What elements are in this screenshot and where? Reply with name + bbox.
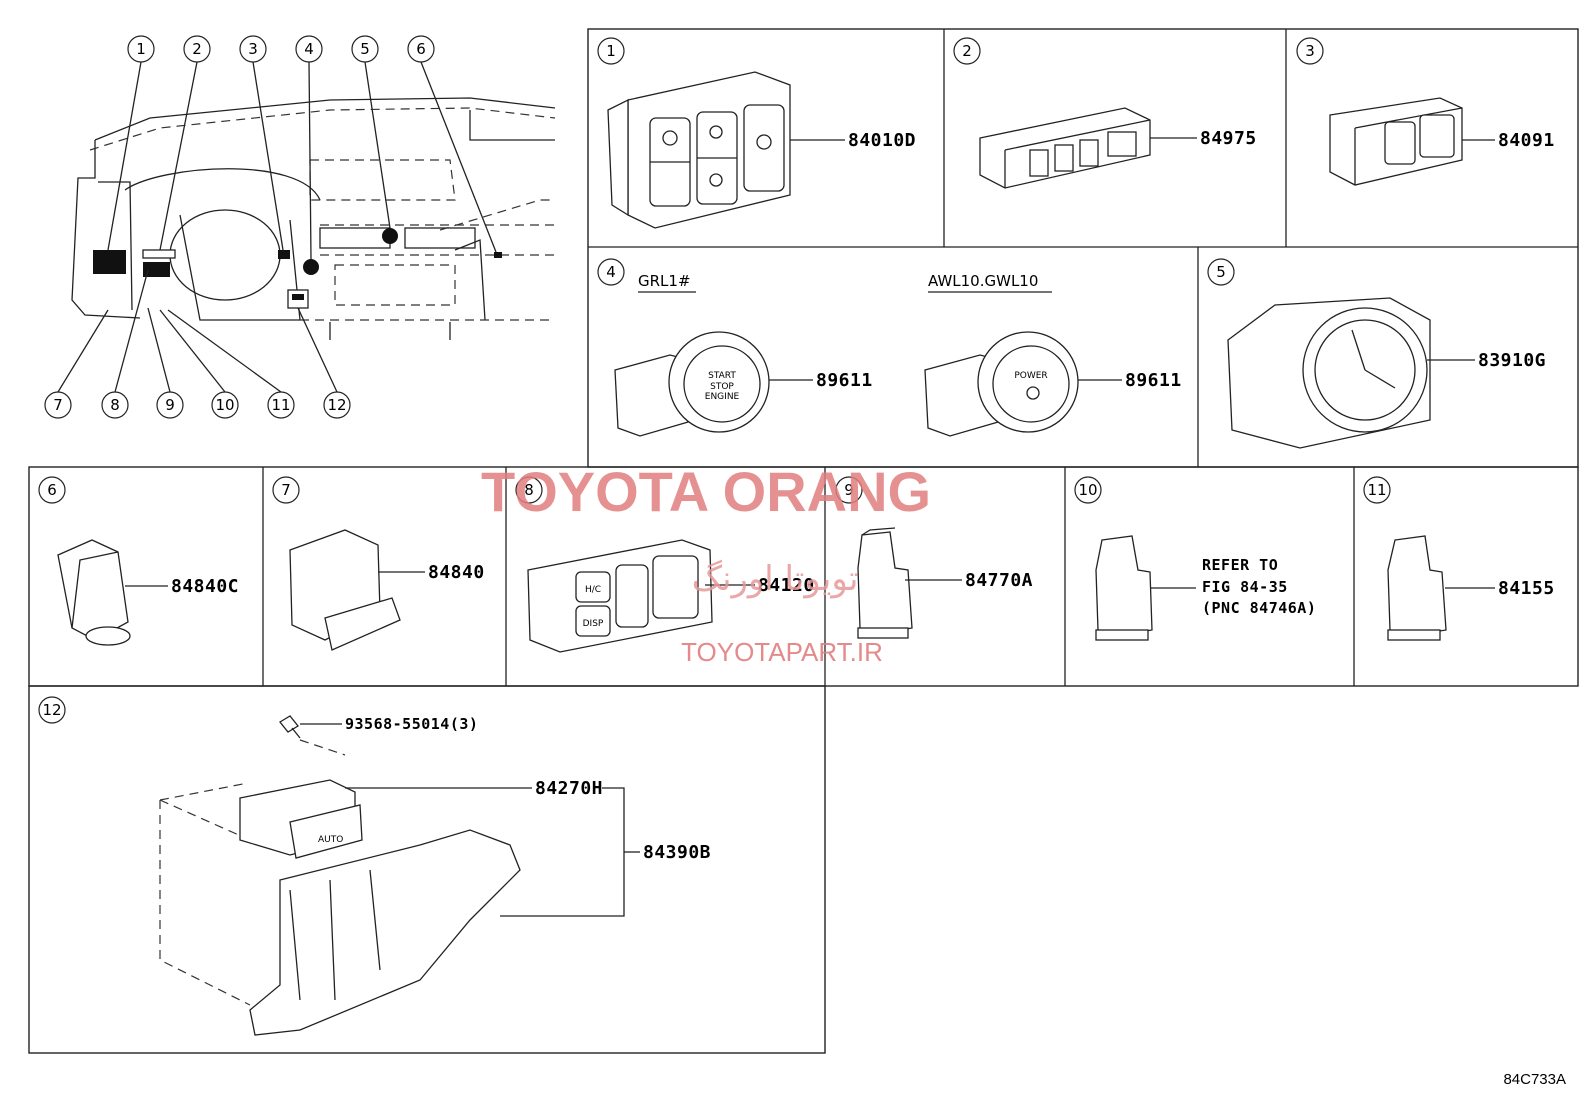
figure-code: 84C733A [1503,1071,1566,1088]
callout-10: 10 [215,396,234,414]
panel-2: 2 84975 [953,37,1257,189]
part-number-84010D: 84010D [848,130,916,151]
part-number-89611-a: 89611 [816,370,873,391]
panel-11: 11 84155 [1363,476,1555,641]
callout-9: 9 [165,396,175,414]
watermark-url: TOYOTAPART.IR [681,637,883,667]
watermark: TOYOTA ORANG تویوتا اورنگ TOYOTAPART.IR [481,460,931,667]
engine-label: ENGINE [705,392,740,402]
svg-text:4: 4 [606,263,616,281]
panel-3: 3 84091 [1296,37,1555,186]
overview-callouts: 1 2 3 4 5 6 7 8 9 10 11 12 [44,35,435,419]
callout-4: 4 [304,40,314,58]
panel-7: 7 84840 [272,476,485,651]
part-number-84770A: 84770A [965,570,1033,591]
svg-text:5: 5 [1216,263,1226,281]
callout-5: 5 [360,40,370,58]
panel-12: 12 93568-55014(3) AUTO 84270H 84390B [38,696,711,1036]
start-label: START [708,371,736,381]
part-number-83910G: 83910G [1478,350,1546,371]
part-number-84270H: 84270H [535,778,603,799]
svg-text:11: 11 [1367,481,1386,499]
svg-text:3: 3 [1305,42,1315,60]
svg-text:2: 2 [962,42,972,60]
part-number-89611-b: 89611 [1125,370,1182,391]
part-number-84840C: 84840C [171,576,239,597]
refer-to-line-1: REFER TO [1202,556,1278,574]
variant-grl1: GRL1# [638,272,691,290]
panel-5: 5 83910G [1207,258,1546,449]
svg-text:9: 9 [844,481,854,499]
panel-4: 4 GRL1# AWL10.GWL10 START STOP ENGINE 89… [597,258,1182,437]
part-number-84155: 84155 [1498,578,1555,599]
part-number-84120: 84120 [758,575,815,596]
svg-text:8: 8 [524,481,534,499]
part-number-84840: 84840 [428,562,485,583]
panel-1: 1 84010D [597,37,916,229]
callout-3: 3 [248,40,258,58]
refer-to-line-2: FIG 84-35 [1202,578,1288,596]
variant-awl10-gwl10: AWL10.GWL10 [928,272,1038,290]
stop-label: STOP [710,382,734,392]
watermark-brand: TOYOTA ORANG [481,460,931,523]
auto-button-label: AUTO [318,835,343,845]
refer-to-line-3: (PNC 84746A) [1202,599,1316,617]
callout-7: 7 [53,396,63,414]
power-label: POWER [1014,371,1047,381]
panel-9: 9 84770A [835,476,1033,639]
panel-frames [28,28,1579,1054]
svg-text:6: 6 [47,481,57,499]
panel-8: 8 H/C DISP 84120 [515,476,815,653]
part-number-84390B: 84390B [643,842,711,863]
part-number-93568-55014: 93568-55014(3) [345,715,478,733]
callout-12: 12 [327,396,346,414]
callout-11: 11 [271,396,290,414]
callout-8: 8 [110,396,120,414]
part-number-84975: 84975 [1200,128,1257,149]
watermark-persian: تویوتا اورنگ [692,559,859,599]
panel-10: 10 REFER TO FIG 84-35 (PNC 84746A) [1074,476,1316,641]
svg-text:7: 7 [281,481,291,499]
panel-6: 6 84840C [38,476,239,646]
svg-text:12: 12 [42,701,61,719]
svg-text:1: 1 [606,42,616,60]
callout-1: 1 [136,40,146,58]
hc-button-label: H/C [585,585,601,595]
part-number-84091: 84091 [1498,130,1555,151]
callout-6: 6 [416,40,426,58]
svg-text:10: 10 [1078,481,1097,499]
dashboard-overview [57,61,556,393]
disp-button-label: DISP [583,619,604,629]
callout-2: 2 [192,40,202,58]
